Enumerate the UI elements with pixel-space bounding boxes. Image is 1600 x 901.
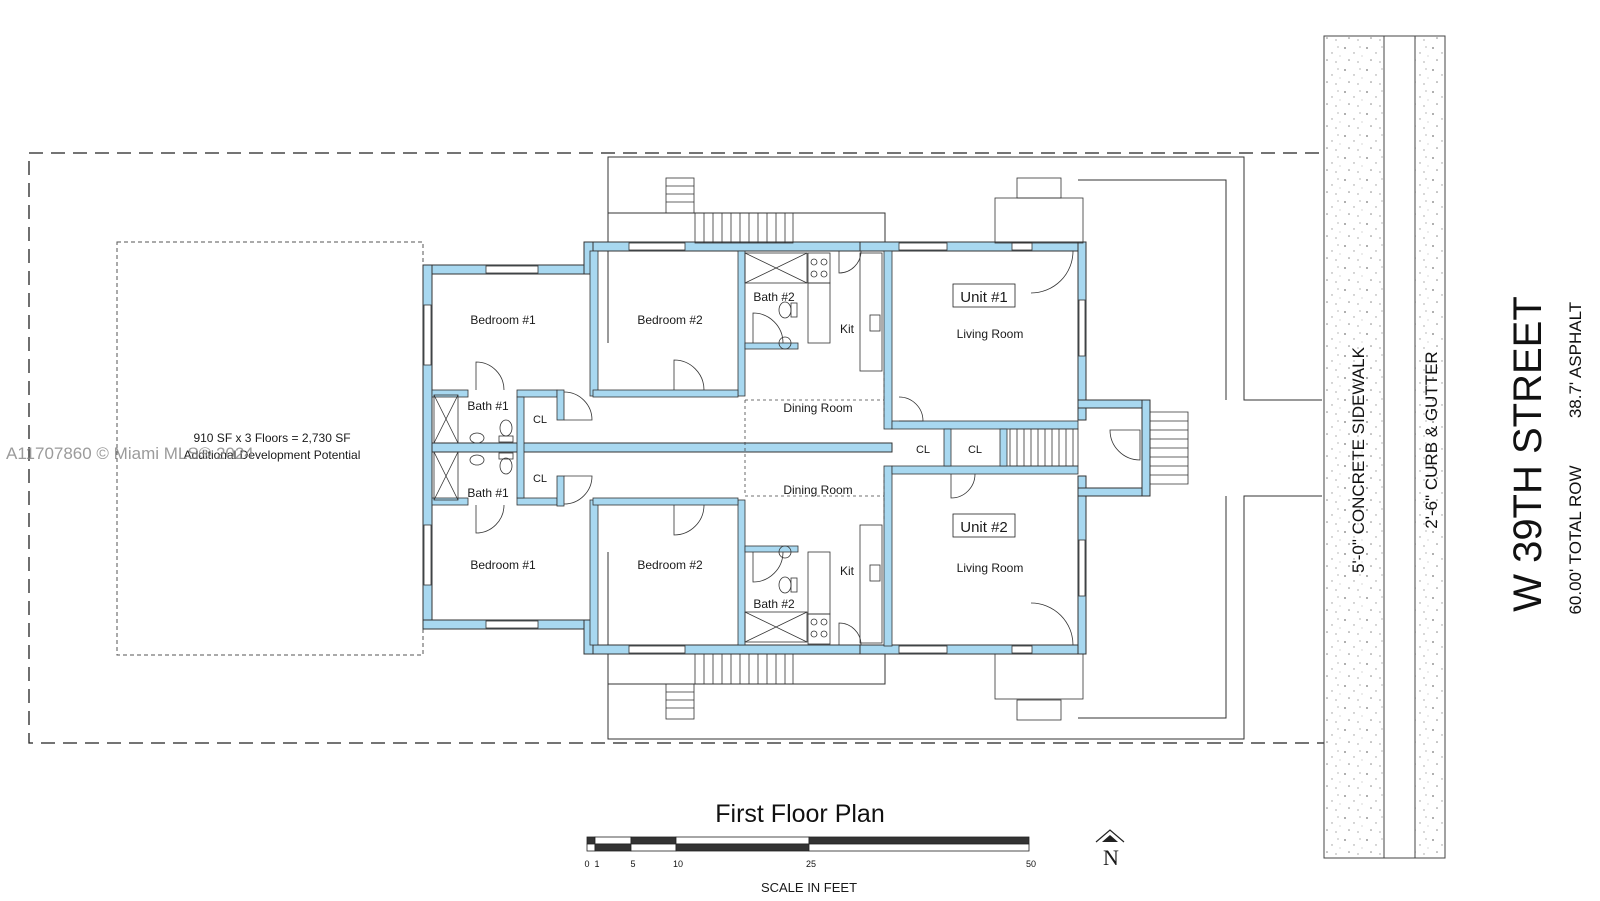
unit2-kitchen-label: Kit [840, 564, 855, 578]
scale-tick-10: 10 [673, 859, 683, 869]
scale-tick-0: 0 [584, 859, 589, 869]
watermark: A11707860 © Miami MLS® 2024 [6, 444, 254, 463]
unit2-label: Unit #2 [960, 519, 1008, 536]
room-lines [744, 372, 885, 520]
sidewalk-strips [1323, 35, 1446, 859]
unit-labels: Unit #1 Unit #2 [960, 289, 1008, 536]
unit1-label: Unit #1 [960, 289, 1008, 306]
unit2-bedroom1-label: Bedroom #1 [470, 558, 536, 572]
scale-caption: SCALE IN FEET [761, 880, 857, 895]
development-line1: 910 SF x 3 Floors = 2,730 SF [193, 431, 350, 445]
windows [423, 242, 1086, 654]
unit1-bedroom1-label: Bedroom #1 [470, 313, 536, 327]
interior-walls [431, 250, 1079, 647]
scale-ticks: 0 1 5 10 25 50 [584, 859, 1036, 869]
unit2-closet2-label: CL [968, 444, 982, 456]
scale-tick-1: 1 [594, 859, 599, 869]
unit1-living-label: Living Room [957, 327, 1024, 341]
unit1-bath1-label: Bath #1 [467, 399, 509, 413]
unit2-dining-label: Dining Room [783, 483, 852, 497]
stairs [665, 177, 1189, 721]
unit1-kitchen-label: Kit [840, 322, 855, 336]
sidewalk-label: 5'-0" CONCRETE SIDEWALK [1349, 346, 1368, 573]
unit1-closet2-label: CL [916, 444, 930, 456]
unit2-living-label: Living Room [957, 561, 1024, 575]
scale-bar [586, 836, 1030, 852]
street-asphalt: 38.7' ASPHALT [1566, 302, 1585, 418]
scale-tick-25: 25 [806, 859, 816, 869]
unit1-bath2-label: Bath #2 [753, 290, 795, 304]
unit1-dining-label: Dining Room [783, 401, 852, 415]
scale-tick-5: 5 [630, 859, 635, 869]
scale-tick-50: 50 [1026, 859, 1036, 869]
unit2-closet-label: CL [533, 473, 547, 485]
street-name: W 39TH STREET [1506, 296, 1550, 612]
unit2-bath1-label: Bath #1 [467, 486, 509, 500]
unit-label-boxes [952, 283, 1016, 538]
fixtures [433, 252, 883, 645]
unit1-bedroom2-label: Bedroom #2 [637, 313, 703, 327]
curb-label: 2'-6" CURB & GUTTER [1422, 351, 1441, 528]
north-arrow-icon [1095, 829, 1125, 843]
north-label: N [1103, 845, 1119, 870]
development-note: 910 SF x 3 Floors = 2,730 SF Additional … [184, 431, 361, 462]
unit2-bath2-label: Bath #2 [753, 597, 795, 611]
development-line2: Additional Development Potential [184, 448, 361, 462]
room-labels: Bedroom #1 Bedroom #2 Bath #2 Bath #1 CL… [467, 290, 1023, 611]
unit1-closet-label: CL [533, 414, 547, 426]
street-row: 60.00' TOTAL ROW [1566, 465, 1585, 614]
unit2-bedroom2-label: Bedroom #2 [637, 558, 703, 572]
plan-title: First Floor Plan [715, 800, 884, 828]
